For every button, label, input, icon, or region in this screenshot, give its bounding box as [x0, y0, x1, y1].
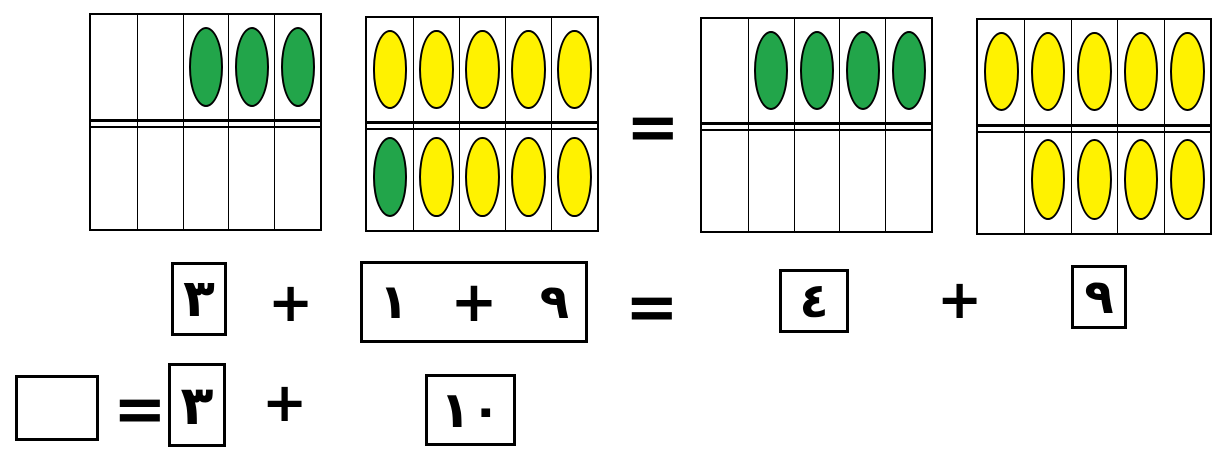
ten-frame-cell — [274, 122, 320, 229]
yellow-counter — [419, 30, 454, 109]
yellow-counter — [1170, 32, 1205, 112]
ten-frame-cell — [747, 19, 794, 131]
ten-frame-cell — [182, 122, 229, 229]
plus-sign-1: + — [268, 271, 314, 334]
ten-frame-cell — [1024, 126, 1070, 233]
yellow-counter — [1030, 139, 1066, 221]
ten-frame-cell — [1163, 126, 1210, 233]
box-three-row2: ٣ — [168, 363, 226, 447]
yellow-counter — [372, 30, 408, 109]
ten-frame-3 — [700, 17, 933, 233]
ten-frame-cell — [228, 122, 274, 229]
grouped-one: ١ — [379, 274, 409, 330]
ten-frame-cell — [505, 18, 551, 130]
ten-frame-cell — [702, 19, 748, 131]
yellow-counter — [465, 136, 500, 218]
yellow-counter — [1077, 139, 1112, 221]
green-counter — [234, 27, 269, 107]
yellow-counter — [557, 30, 592, 109]
box-nine: ٩ — [1071, 265, 1127, 329]
ten-frame-cell — [459, 124, 505, 230]
green-counter — [188, 27, 223, 107]
ten-frame-cell — [413, 18, 459, 130]
ten-frame-cell — [1117, 126, 1163, 233]
equals-sign-2: = — [113, 373, 167, 447]
yellow-counter — [465, 30, 500, 109]
yellow-counter — [511, 30, 546, 109]
ten-frame-4 — [976, 18, 1212, 235]
ten-frame-cell — [551, 124, 597, 230]
yellow-counter — [557, 136, 592, 218]
plus-sign-3: + — [262, 371, 308, 434]
ten-frame-cell — [978, 20, 1025, 132]
ten-frame-cell — [413, 124, 459, 230]
yellow-counter — [983, 32, 1019, 112]
ten-frame-cell — [839, 125, 885, 231]
yellow-counter — [1030, 32, 1066, 112]
ten-frame-cell — [1117, 20, 1165, 132]
yellow-counter — [511, 136, 546, 218]
ten-frame-cell — [702, 125, 748, 231]
ten-frame-1 — [89, 13, 322, 231]
green-counter — [280, 27, 315, 107]
ten-frame-cell — [1070, 20, 1118, 132]
ten-frame-cell — [747, 125, 794, 231]
ten-frame-cell — [1070, 126, 1117, 233]
ten-frame-cell — [228, 15, 275, 128]
ten-frame-cell — [367, 124, 413, 230]
yellow-counter — [1170, 139, 1205, 221]
box-four: ٤ — [779, 269, 849, 333]
ten-frame-cell — [978, 127, 1024, 234]
green-counter — [891, 31, 926, 110]
ten-frame-cell — [793, 19, 840, 131]
box-ten: ١٠ — [425, 374, 516, 446]
ten-frame-cell — [1163, 20, 1211, 132]
green-counter — [845, 31, 880, 110]
ten-frame-cell — [839, 19, 886, 131]
green-counter — [799, 31, 834, 110]
grouped-nine: ٩ — [539, 274, 569, 330]
green-counter — [754, 31, 789, 110]
ten-frame-cell — [1024, 20, 1072, 132]
ten-frame-cell — [136, 15, 183, 128]
yellow-counter — [1077, 32, 1112, 112]
ten-frame-cell — [182, 15, 229, 128]
ten-frame-cell — [885, 125, 931, 231]
frames-equals-sign: = — [626, 91, 680, 165]
ten-frame-cell — [367, 18, 413, 130]
ten-frame-cell — [793, 125, 840, 231]
yellow-counter — [419, 136, 454, 218]
ten-frame-cell — [459, 18, 505, 130]
yellow-counter — [1123, 139, 1159, 221]
grouped-plus: + — [450, 269, 498, 335]
ten-frame-cell — [136, 122, 183, 229]
ten-frame-cell — [885, 19, 931, 131]
answer-box[interactable] — [15, 375, 99, 441]
yellow-counter — [1123, 32, 1159, 112]
ten-frame-cell — [91, 122, 137, 229]
green-counter — [372, 136, 408, 218]
ten-frame-cell — [274, 15, 320, 128]
ten-frame-cell — [551, 18, 597, 130]
grouped-sum-box: ١ + ٩ — [360, 261, 588, 343]
ten-frame-2 — [365, 16, 599, 232]
plus-sign-2: + — [937, 268, 983, 331]
equals-sign-1: = — [625, 271, 679, 345]
ten-frame-cell — [91, 15, 137, 128]
ten-frame-cell — [505, 124, 551, 230]
box-three: ٣ — [171, 262, 227, 336]
